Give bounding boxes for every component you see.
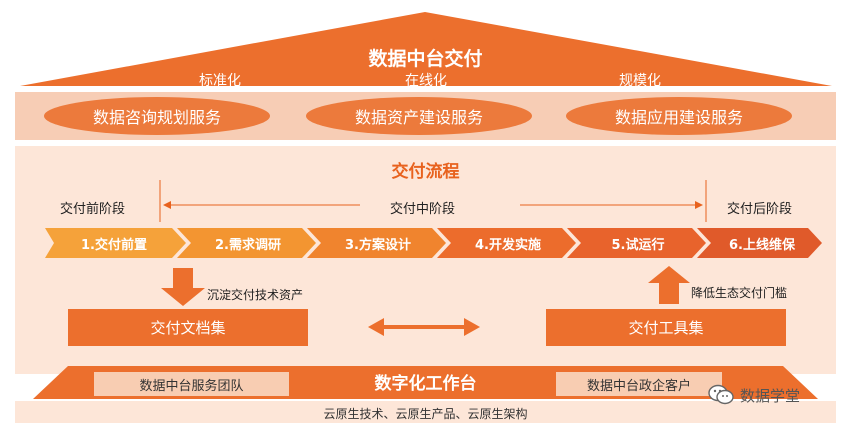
chevron-step-1 xyxy=(45,228,186,258)
base-band xyxy=(15,401,836,423)
wechat-icon xyxy=(708,384,734,405)
chevron-step-6 xyxy=(697,228,822,258)
lower-threshold-note: 降低生态交付门槛 xyxy=(691,286,788,300)
roof-subtitle-scale: 规模化 xyxy=(619,73,661,89)
watermark-text: 数据学堂 xyxy=(740,386,801,405)
customer-box: 数据中台政企客户 xyxy=(556,372,722,396)
chevron-step-3 xyxy=(307,228,446,258)
roof-subtitle-online: 在线化 xyxy=(405,73,447,89)
flow-title: 交付流程 xyxy=(391,162,460,182)
stage-after: 交付后阶段 xyxy=(727,202,793,217)
watermark: 数据学堂 xyxy=(708,384,800,406)
deposit-note: 沉淀交付技术资产 xyxy=(207,288,304,302)
stage-before: 交付前阶段 xyxy=(60,202,126,217)
chevron-step-2 xyxy=(177,228,316,258)
step-6-label: 6.上线维保 xyxy=(729,237,795,253)
step-2-label: 2.需求调研 xyxy=(215,237,281,253)
roof-title: 数据中台交付 xyxy=(368,48,483,70)
delivery-tools-box: 交付工具集 xyxy=(546,309,786,346)
service-asset-building: 数据资产建设服务 xyxy=(306,97,532,135)
stage-during: 交付中阶段 xyxy=(390,202,456,217)
step-3-label: 3.方案设计 xyxy=(345,237,411,253)
roof-subtitle-standardization: 标准化 xyxy=(199,73,241,89)
step-1-label: 1.交付前置 xyxy=(81,237,147,253)
service-consulting: 数据咨询规划服务 xyxy=(44,97,270,135)
base-text: 云原生技术、云原生产品、云原生架构 xyxy=(323,407,528,421)
double-arrow-icon xyxy=(368,318,480,336)
service-application-building: 数据应用建设服务 xyxy=(566,97,792,135)
roof xyxy=(20,12,832,86)
chevron-step-5 xyxy=(567,228,706,258)
service-team-box: 数据中台服务团队 xyxy=(94,372,289,396)
platform-title: 数字化工作台 xyxy=(374,374,477,394)
step-4-label: 4.开发实施 xyxy=(475,237,541,253)
delivery-docs-box: 交付文档集 xyxy=(68,309,308,346)
chevron-step-4 xyxy=(437,228,576,258)
down-arrow-icon xyxy=(161,268,205,306)
step-5-label: 5.试运行 xyxy=(611,237,665,253)
up-arrow-icon xyxy=(648,266,690,304)
